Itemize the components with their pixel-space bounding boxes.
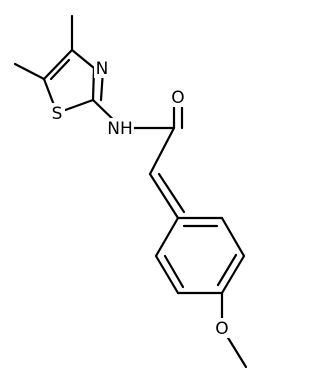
atom-labels: N S NH O O bbox=[48, 58, 231, 339]
thiazole-nitrogen-atom: N bbox=[94, 58, 111, 79]
chemical-structure: N S NH O O bbox=[13, 14, 248, 369]
thiazole-sulfur-label: S bbox=[52, 104, 63, 124]
bond-n3-c2 bbox=[91, 66, 96, 102]
ether-oxygen-atom: O bbox=[214, 318, 231, 339]
thiazole-nitrogen-label: N bbox=[96, 59, 109, 79]
bond-carbonyl-alpha bbox=[148, 126, 176, 176]
bond-c4-n3 bbox=[70, 48, 96, 70]
carbonyl-oxygen-atom: O bbox=[170, 87, 187, 108]
bond-phenyl-1-2 bbox=[154, 254, 180, 295]
bond-phenyl-3-4 bbox=[220, 254, 246, 295]
bond-c5-methyl bbox=[13, 62, 46, 81]
bond-phenyl-4-5 bbox=[220, 216, 246, 258]
bond-alpha-beta-double bbox=[157, 172, 186, 214]
bond-phenyl-3-4-double bbox=[216, 253, 238, 287]
bond-c4-c5 bbox=[42, 48, 74, 81]
bond-phenyl-1-2-double bbox=[163, 254, 185, 289]
amide-nitrogen-label: NH bbox=[107, 119, 133, 139]
bonds bbox=[13, 14, 248, 369]
bond-alpha-beta bbox=[148, 172, 180, 220]
ether-oxygen-label: O bbox=[215, 319, 228, 339]
bond-beta-phenyl bbox=[154, 216, 180, 258]
carbonyl-oxygen-label: O bbox=[171, 88, 184, 108]
thiazole-sulfur-atom: S bbox=[48, 103, 65, 124]
amide-nitrogen-atom: NH bbox=[106, 118, 134, 139]
bond-c4-c5-double bbox=[49, 58, 71, 81]
